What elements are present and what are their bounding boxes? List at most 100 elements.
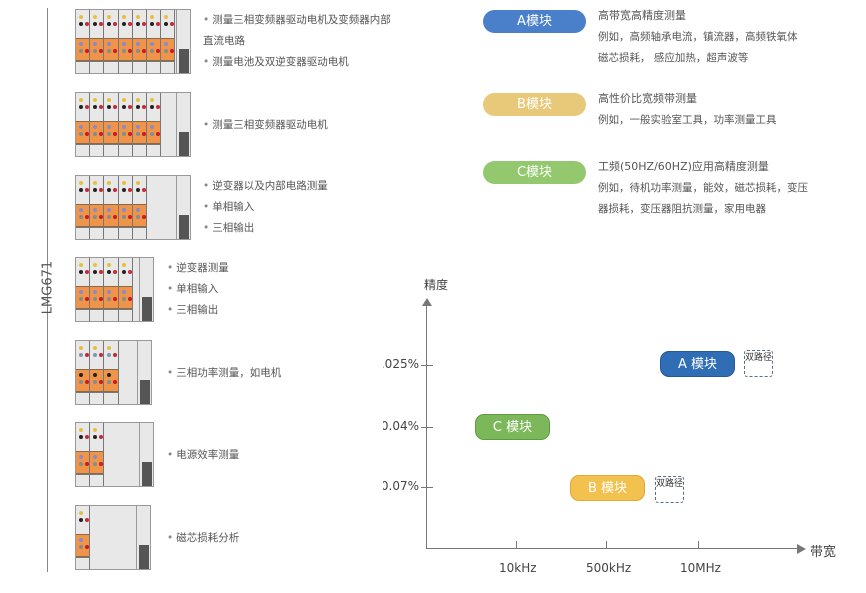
connector-dot	[99, 105, 104, 109]
connector-dot	[79, 297, 83, 301]
feature-bullet: •测量三相变频器驱动电机	[203, 118, 328, 132]
module-c-box: C 模块	[475, 414, 550, 440]
y-tick-label: 0.025%	[383, 357, 419, 371]
connector-dot	[85, 353, 89, 357]
connector-dot	[164, 42, 169, 46]
connector-dot	[113, 132, 118, 136]
connector-dot	[127, 297, 132, 301]
channel-slot	[76, 176, 91, 239]
channel-band	[76, 286, 133, 309]
connector-dot	[99, 270, 104, 274]
x-axis-arrow-icon	[797, 544, 806, 554]
feature-bullet: 直流电路	[203, 34, 245, 48]
connector-dot	[121, 263, 126, 267]
connector-dot	[121, 290, 126, 294]
bullet-text: 单相输入	[212, 201, 255, 213]
connector-dot	[150, 22, 154, 26]
module-description: 例如，待机功率测量，能效，磁芯损耗，变压	[598, 182, 808, 194]
device-illustration	[75, 340, 152, 405]
connector-dot	[156, 22, 160, 26]
connector-dot	[121, 188, 126, 192]
module-pill: C模块	[483, 161, 586, 184]
channel-band	[76, 451, 105, 474]
connector-dot	[79, 105, 83, 109]
connector-dot	[113, 297, 118, 301]
feature-bullet: •电源效率测量	[167, 448, 239, 462]
connector-dot	[93, 188, 98, 192]
connector-dot	[79, 428, 83, 432]
channel-slot	[133, 10, 147, 73]
connector-dot	[107, 125, 112, 129]
channel-slot	[90, 93, 105, 156]
connector-dot	[79, 462, 83, 466]
connector-dot	[79, 270, 83, 274]
connector-dot	[79, 346, 83, 350]
connector-dot	[135, 105, 140, 109]
connector-dot	[141, 188, 146, 192]
connector-dot	[79, 290, 83, 294]
x-tick	[698, 541, 699, 549]
module-description: 高带宽高精度测量	[598, 9, 686, 22]
connector-dot	[79, 518, 83, 522]
connector-dot	[107, 181, 112, 185]
connector-dot	[79, 208, 83, 212]
x-axis-label: 带宽	[810, 545, 837, 560]
connector-dot	[135, 188, 140, 192]
connector-dot	[99, 132, 104, 136]
bullet-text: 单相输入	[176, 283, 219, 295]
bullet-text: 三相功率测量，如电机	[176, 367, 282, 379]
connector-dot	[93, 380, 98, 384]
connector-dot	[164, 49, 169, 53]
connector-dot	[127, 215, 132, 219]
channel-slot	[90, 10, 105, 73]
connector-dot	[79, 511, 83, 515]
connector-dot	[79, 181, 83, 185]
connector-dot	[121, 208, 126, 212]
module-description: 例如，一般实验室工具，功率测量工具	[598, 114, 777, 126]
connector-dot	[135, 125, 140, 129]
module-pill: B模块	[483, 93, 586, 116]
connector-dot	[99, 297, 104, 301]
channel-slot	[76, 341, 91, 404]
channel-band	[76, 121, 162, 144]
x-tick-label: 500kHz	[586, 561, 632, 575]
connector-dot	[107, 15, 112, 19]
connector-dot	[121, 297, 126, 301]
channel-slot	[147, 93, 162, 156]
connector-dot	[150, 42, 154, 46]
bullet-text: 直流电路	[203, 35, 245, 47]
bullet-icon: •	[167, 532, 174, 544]
channel-slot	[90, 258, 105, 321]
feature-bullet: •三相功率测量，如电机	[167, 366, 281, 380]
bullet-text: 电源效率测量	[176, 449, 240, 461]
connector-dot	[85, 462, 89, 466]
connector-dot	[79, 125, 83, 129]
bullet-text: 逆变器以及内部电路测量	[212, 180, 328, 192]
channel-slot	[147, 10, 162, 73]
connector-dot	[93, 42, 98, 46]
display-panel	[179, 132, 189, 156]
bullet-icon: •	[203, 14, 210, 26]
connector-dot	[79, 538, 83, 542]
connector-dot	[113, 270, 118, 274]
connector-dot	[93, 353, 98, 357]
connector-dot	[113, 105, 118, 109]
channel-slot	[90, 176, 105, 239]
x-tick-label: 10MHz	[680, 561, 721, 575]
bullet-text: 三相输出	[212, 222, 255, 234]
device-illustration	[75, 505, 151, 570]
display-panel	[140, 380, 150, 404]
connector-dot	[93, 346, 98, 350]
connector-dot	[150, 105, 154, 109]
bullet-text: 逆变器测量	[176, 262, 229, 274]
connector-dot	[170, 22, 175, 26]
connector-dot	[79, 215, 83, 219]
connector-dot	[79, 380, 83, 384]
connector-dot	[127, 270, 132, 274]
connector-dot	[93, 428, 98, 432]
connector-dot	[135, 208, 140, 212]
connector-dot	[113, 49, 118, 53]
connector-dot	[121, 105, 126, 109]
module-a-box: A 模块	[660, 351, 735, 377]
connector-dot	[107, 380, 112, 384]
